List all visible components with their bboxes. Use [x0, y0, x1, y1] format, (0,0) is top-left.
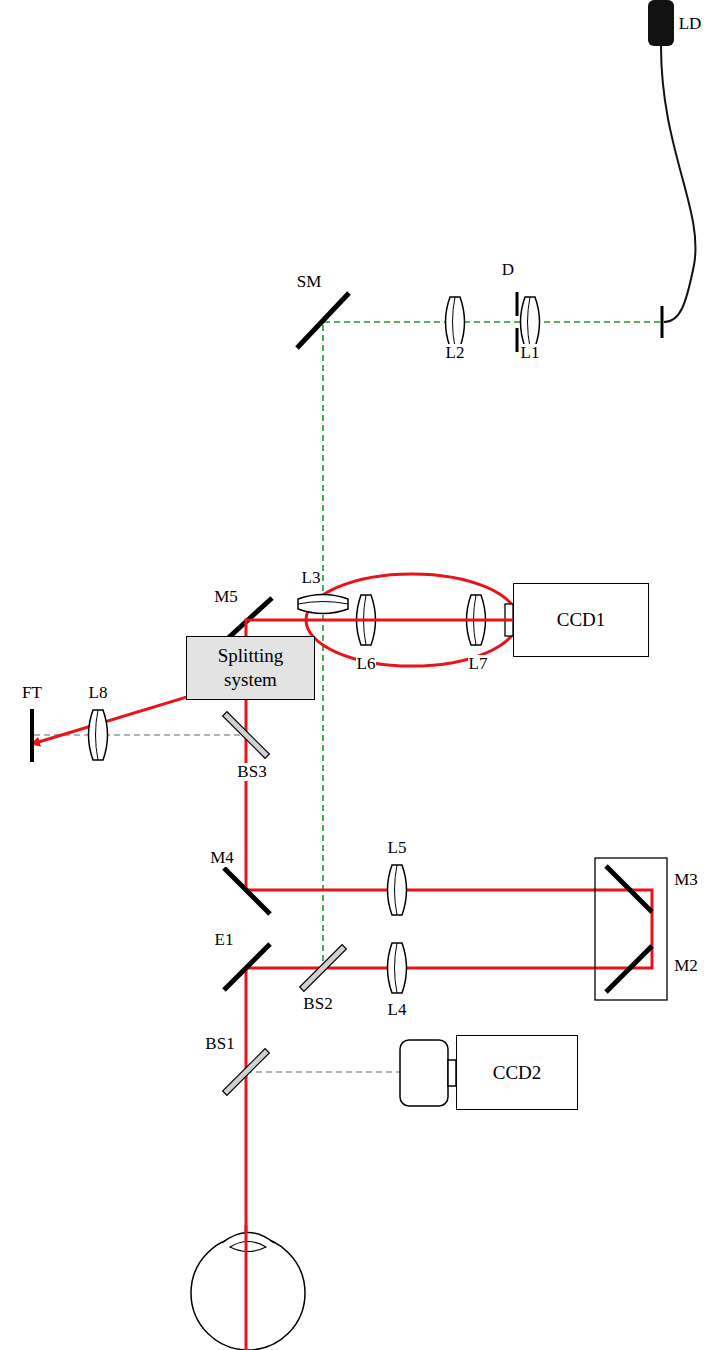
part-label: L5	[387, 839, 408, 858]
beam-splitters	[223, 712, 347, 1096]
diaphragm	[516, 292, 519, 352]
fixation-target	[30, 709, 34, 762]
part-label: FT	[21, 684, 43, 703]
part-label: LD	[678, 15, 703, 34]
instrument-box: CCD2	[456, 1035, 578, 1110]
part-label: L1	[520, 344, 541, 363]
laser-diode	[648, 0, 674, 46]
instrument-box: Splitting system	[186, 636, 315, 700]
part-label: M4	[209, 849, 235, 868]
part-label: D	[501, 261, 515, 280]
part-label: BS1	[204, 1035, 235, 1054]
part-label: BS3	[236, 763, 267, 782]
optical-fiber	[661, 46, 696, 322]
camera-mount	[448, 1060, 456, 1086]
measurement-beam	[245, 1225, 248, 1350]
part-label: M2	[673, 957, 699, 976]
periscope-housing	[595, 858, 667, 1000]
crystalline-lens	[230, 1242, 266, 1252]
eye	[191, 1236, 305, 1350]
part-label: L7	[468, 655, 489, 674]
fiber-end	[661, 306, 664, 338]
instrument-box: CCD1	[513, 583, 649, 657]
camera-lens	[400, 1040, 448, 1106]
lens	[89, 710, 108, 760]
part-label: SM	[296, 273, 323, 292]
lens	[388, 865, 407, 915]
illumination-path	[323, 322, 660, 968]
part-label: L3	[301, 569, 322, 588]
beam-connector	[246, 620, 513, 636]
part-label: L4	[387, 1001, 408, 1020]
part-label: L2	[445, 344, 466, 363]
box-label: CCD1	[557, 608, 606, 632]
part-label: M5	[213, 588, 239, 607]
box-label: CCD2	[493, 1061, 542, 1085]
lens	[521, 297, 540, 347]
part-label: L8	[88, 684, 109, 703]
part-label: BS2	[302, 995, 333, 1014]
part-label: E1	[214, 931, 235, 950]
part-label: M3	[673, 871, 699, 890]
pupil-camera-path	[246, 1071, 400, 1073]
lens	[388, 943, 407, 993]
lens	[446, 297, 465, 347]
lens	[298, 595, 348, 614]
box-label: Splitting system	[193, 644, 308, 692]
measurement-beam	[246, 700, 652, 1350]
part-label: L6	[356, 655, 377, 674]
